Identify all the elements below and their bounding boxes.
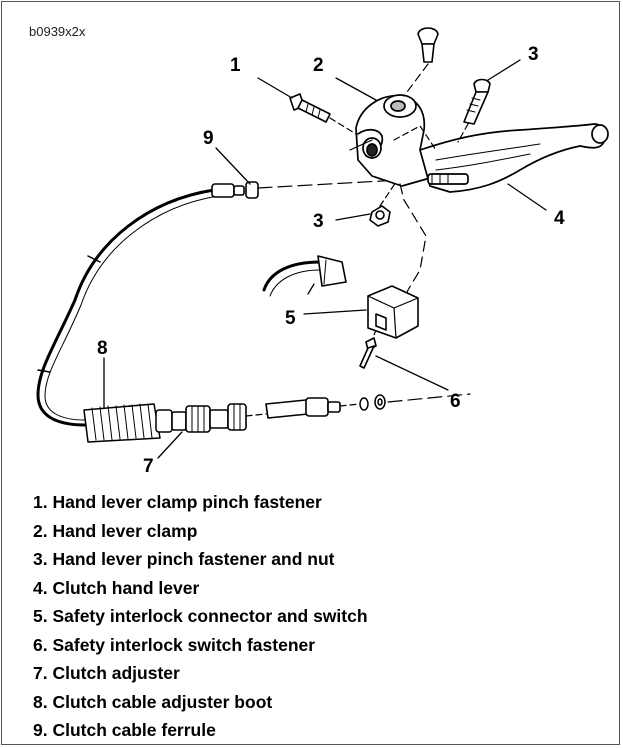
legend-item-6: 6. Safety interlock switch fastener	[33, 634, 316, 655]
switch-fastener	[359, 337, 377, 369]
ferrule-alignment-line	[257, 179, 401, 189]
legend-item-3: 3. Hand lever pinch fastener and nut	[33, 549, 335, 569]
cable-end-washer-pin	[359, 394, 386, 411]
callout-3-lower: 3	[313, 211, 324, 232]
top-screw	[417, 27, 439, 63]
nut-dash	[379, 181, 397, 207]
fitting-dash	[339, 403, 361, 407]
clamp-pinch-fastener	[289, 93, 331, 123]
callout-4: 4	[554, 208, 565, 229]
callout-6: 6	[450, 391, 461, 412]
lever-fastener-dash	[457, 123, 469, 143]
legend-item-7: 7. Clutch adjuster	[33, 663, 180, 683]
callout-3-upper: 3	[528, 44, 539, 65]
lever-pinch-fastener	[463, 78, 491, 125]
legend-item-8: 8. Clutch cable adjuster boot	[33, 691, 273, 712]
interlock-switch	[367, 285, 419, 339]
callout-2: 2	[313, 55, 324, 76]
interlock-connector	[262, 255, 347, 297]
leader-lines	[103, 59, 547, 459]
adjuster-dash	[245, 413, 267, 417]
top-screw-dash	[403, 63, 429, 97]
callout-8: 8	[97, 338, 108, 359]
cable-end-fitting	[265, 397, 341, 419]
legend-item-1: 1. Hand lever clamp pinch fastener	[33, 492, 322, 512]
pinch-fastener-dash	[329, 117, 357, 135]
figure-id: b0939x2x	[29, 24, 86, 39]
clutch-adjuster	[171, 403, 247, 433]
callout-7: 7	[143, 456, 154, 477]
legend-item-5: 5. Safety interlock connector and switch	[33, 606, 368, 626]
hand-lever-clamp	[349, 94, 431, 187]
clutch-hand-lever	[419, 123, 609, 193]
clutch-cable	[36, 188, 219, 427]
washer-alignment-line	[387, 393, 471, 403]
callout-9: 9	[203, 128, 214, 149]
legend-item-9: 9. Clutch cable ferrule	[33, 720, 216, 740]
callout-5: 5	[285, 308, 296, 329]
cable-ferrule	[211, 181, 259, 199]
interlock-route-dash	[399, 183, 427, 301]
callout-1: 1	[230, 55, 241, 76]
legend-item-2: 2. Hand lever clamp	[33, 520, 198, 541]
adjuster-boot	[83, 403, 173, 443]
pinch-nut	[369, 205, 391, 227]
legend-item-4: 4. Clutch hand lever	[33, 577, 200, 598]
lever-pivot-dashes	[393, 125, 437, 151]
parts-legend: 1. Hand lever clamp pinch fastener 2. Ha…	[33, 488, 368, 745]
